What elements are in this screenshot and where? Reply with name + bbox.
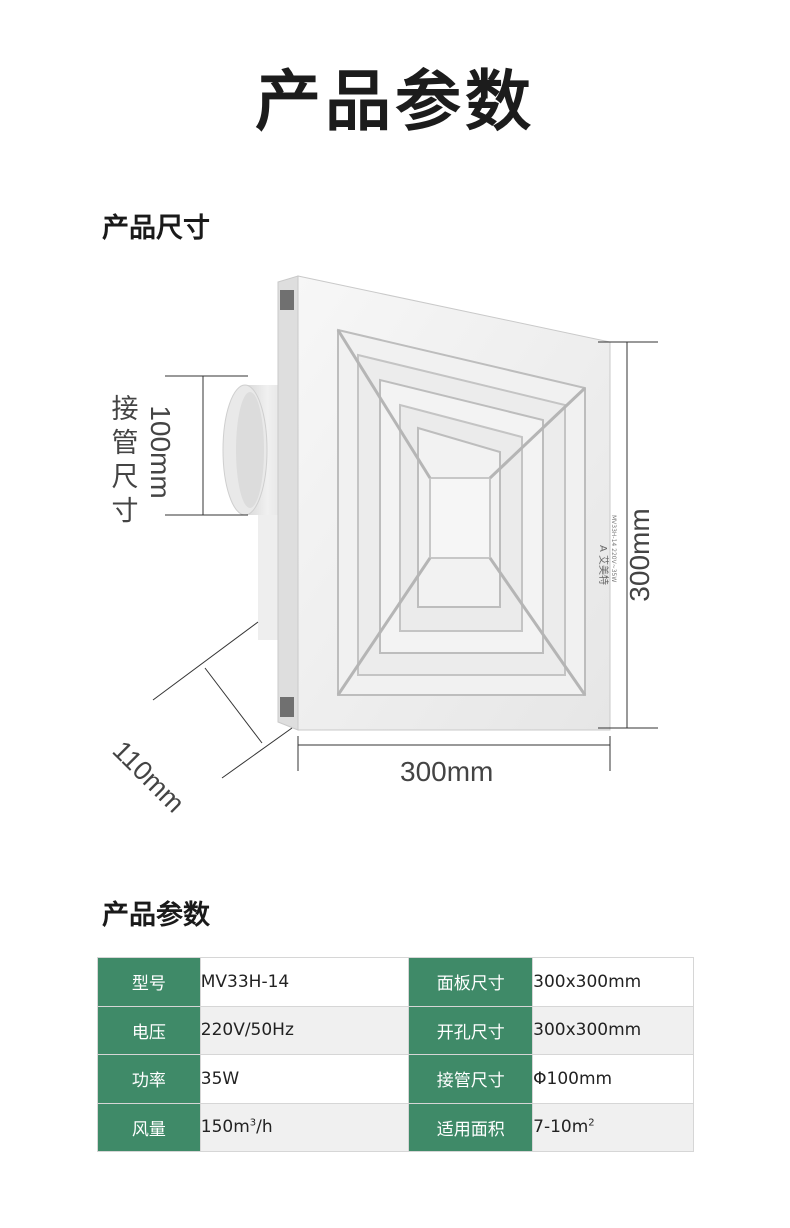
spec-value-main: 7-10m xyxy=(533,1117,589,1138)
front-panel: A 艾美特 MV33H-14 220V~35W xyxy=(297,275,617,731)
dimension-width xyxy=(297,736,611,771)
height-label: 300mm xyxy=(624,508,655,602)
dimension-depth xyxy=(152,621,293,779)
spec-key: 适用面积 xyxy=(408,1102,534,1152)
section-title-params: 产品参数 xyxy=(102,900,210,931)
clip-top xyxy=(280,290,294,310)
spec-value: MV33H-14 xyxy=(199,957,410,1007)
spec-value: 7-10m2 xyxy=(532,1102,694,1152)
spec-value-sup: 2 xyxy=(588,1117,595,1129)
table-row: 风量 150m3/h 适用面积 7-10m2 xyxy=(97,1102,694,1152)
spec-value-main: 150m xyxy=(200,1117,250,1138)
section-title-dimensions: 产品尺寸 xyxy=(102,213,210,244)
dimension-pipe xyxy=(165,375,248,516)
spec-key: 面板尺寸 xyxy=(408,957,534,1007)
spec-value-tail: /h xyxy=(256,1117,273,1138)
spec-value: 150m3/h xyxy=(199,1102,410,1152)
spec-table: 型号 MV33H-14 面板尺寸 300x300mm 电压 220V/50Hz … xyxy=(97,957,694,1152)
spec-key: 接管尺寸 xyxy=(408,1054,534,1104)
panel-side xyxy=(277,275,299,731)
page-title: 产品参数 xyxy=(255,63,535,140)
spec-value-sup: 3 xyxy=(249,1117,257,1129)
spec-key: 风量 xyxy=(97,1102,201,1152)
table-row: 型号 MV33H-14 面板尺寸 300x300mm xyxy=(97,957,694,1007)
spec-value: 220V/50Hz xyxy=(199,1005,410,1055)
spec-key: 型号 xyxy=(97,957,201,1007)
pipe-label-char: 尺 xyxy=(111,462,139,493)
spec-value: 35W xyxy=(199,1054,410,1104)
table-row: 电压 220V/50Hz 开孔尺寸 300x300mm xyxy=(97,1005,694,1055)
table-row: 功率 35W 接管尺寸 Φ100mm xyxy=(97,1054,694,1104)
spec-key: 电压 xyxy=(97,1005,201,1055)
pipe-size-label: 100mm xyxy=(145,405,176,499)
spec-value: 300x300mm xyxy=(532,1005,694,1055)
spec-value: Φ100mm xyxy=(532,1054,694,1104)
brand-logo-text: A 艾美特 xyxy=(597,545,610,585)
model-print: MV33H-14 220V~35W xyxy=(610,515,617,582)
pipe-label-char: 寸 xyxy=(111,496,139,527)
pipe-label: 接 管 尺 寸 xyxy=(110,393,140,529)
pipe-label-char: 接 xyxy=(111,394,139,425)
product-dimension-drawing: A 艾美特 MV33H-14 220V~35W xyxy=(152,275,658,779)
spec-key: 功率 xyxy=(97,1054,201,1104)
pipe-label-char: 管 xyxy=(111,428,139,459)
clip-bottom xyxy=(280,697,294,717)
dimension-height xyxy=(598,341,658,729)
width-label: 300mm xyxy=(400,756,494,787)
spec-key: 开孔尺寸 xyxy=(408,1005,534,1055)
spec-value: 300x300mm xyxy=(532,957,694,1007)
